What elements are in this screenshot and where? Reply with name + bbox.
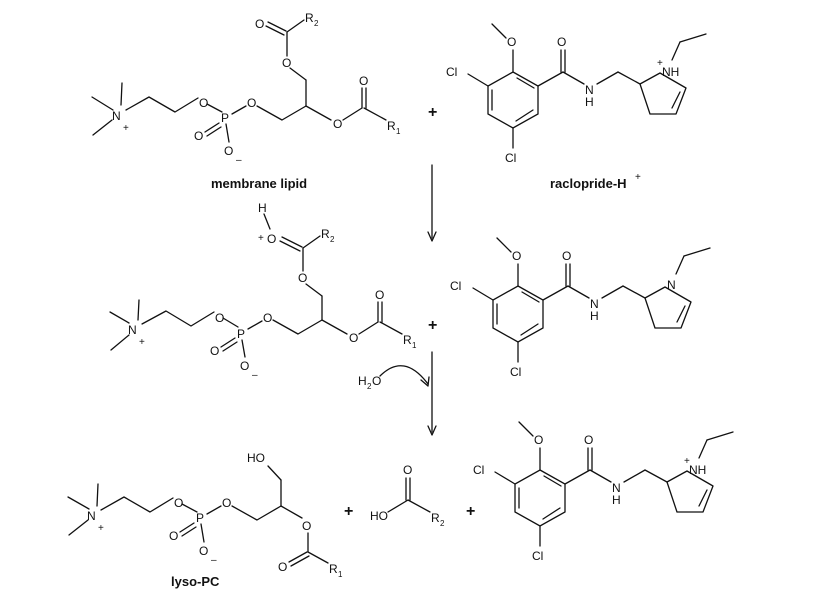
water-attack-arrow [379, 365, 429, 385]
nitrogen-atom: N [87, 509, 96, 523]
phosphorus-atom: P [237, 327, 245, 341]
oxygen-atom: O [199, 96, 208, 110]
plus-sign: + [344, 503, 353, 520]
r1-group: R [387, 119, 396, 133]
oxygen-atom: O [222, 496, 231, 510]
oxygen-atom: O [255, 17, 264, 31]
hydrogen-atom: H [585, 95, 594, 109]
plus-sign: + [428, 317, 437, 334]
phosphate-charge: – [236, 155, 242, 166]
hydrogen-atom: H [590, 309, 599, 323]
lyso-pc-label: lyso-PC [171, 574, 220, 589]
r2-group: R [321, 227, 330, 241]
oxygen-atom: O [333, 117, 342, 131]
raclopride-structure: O Cl Cl O N H N [450, 237, 711, 379]
oxygen-atom: O [375, 288, 384, 302]
raclopride-h-product-structure: O Cl Cl O N H NH + [473, 421, 734, 563]
nitrogen-atom: N [612, 481, 621, 495]
oxygen-atom: O [240, 359, 249, 373]
reaction-arrow [427, 164, 437, 242]
oxygen-atom: O [507, 35, 516, 49]
r2-group: R [305, 11, 314, 25]
oxygen-atom: O [224, 144, 233, 158]
phosphorus-atom: P [221, 111, 229, 125]
oxygen-atom: O [512, 249, 521, 263]
oxygen-atom: O [263, 311, 272, 325]
oxygen-atom: O [302, 519, 311, 533]
oxygen-atom: O [199, 544, 208, 558]
chlorine-atom: Cl [510, 365, 521, 379]
raclopride-h-structure: O Cl Cl O N H NH + [446, 23, 707, 165]
nitrogen-atom: N [585, 83, 594, 97]
oxygen-atom: O [282, 56, 291, 70]
ammonium-nh: NH [689, 463, 706, 477]
oxygen-atom: O [534, 433, 543, 447]
reaction-arrow [427, 351, 437, 436]
hydrogen-atom: H [612, 493, 621, 507]
phosphorus-atom: P [196, 511, 204, 525]
oxygen-atom: O [210, 344, 219, 358]
protonated-lipid-structure: N + O P O O – O O O + H R 2 O O R 1 [109, 201, 417, 381]
oxygen-atom: O [349, 331, 358, 345]
ammonium-charge: + [139, 337, 145, 348]
r2-subscript: 2 [314, 19, 319, 28]
oxygen-atom: O [247, 96, 256, 110]
phosphate-charge: – [252, 370, 258, 381]
ammonium-charge: + [98, 523, 104, 534]
water-h: H [358, 374, 367, 388]
oxygen-atom: O [194, 129, 203, 143]
hydroxyl-group: HO [370, 509, 388, 523]
oxygen-atom: O [584, 433, 593, 447]
r2-subscript: 2 [440, 519, 445, 528]
r2-subscript: 2 [330, 235, 335, 244]
oxygen-atom: O [215, 311, 224, 325]
fatty-acid-structure: HO O R 2 [370, 463, 445, 528]
oxygen-atom: O [169, 529, 178, 543]
hydrogen-atom: H [258, 201, 267, 215]
raclopride-label-charge: + [635, 172, 641, 183]
oxonium-charge: + [258, 233, 264, 244]
raclopride-label: raclopride-H [550, 176, 627, 191]
oxygen-atom: O [278, 560, 287, 574]
r1-group: R [329, 562, 338, 576]
nitrogen-atom: N [590, 297, 599, 311]
r1-group: R [403, 333, 412, 347]
r1-subscript: 1 [338, 570, 343, 579]
ammonium-charge: + [123, 123, 129, 134]
nitrogen-atom: N [667, 278, 676, 292]
oxygen-atom: O [174, 496, 183, 510]
plus-sign: + [428, 104, 437, 121]
chlorine-atom: Cl [446, 65, 457, 79]
membrane-lipid-structure: N + O P O O – O O O R 2 O O [91, 11, 401, 166]
nitrogen-atom: N [112, 109, 121, 123]
ring-charge: + [684, 456, 690, 467]
nitrogen-atom: N [128, 323, 137, 337]
oxygen-atom: O [298, 271, 307, 285]
water-subscript: 2 [367, 382, 372, 391]
r1-subscript: 1 [412, 341, 417, 350]
r2-group: R [431, 511, 440, 525]
plus-sign: + [466, 503, 475, 520]
lyso-pc-structure: N + O P O O – O HO O O R 1 [67, 451, 343, 579]
oxygen-atom: O [403, 463, 412, 477]
chlorine-atom: Cl [505, 151, 516, 165]
chlorine-atom: Cl [532, 549, 543, 563]
water-o: O [372, 374, 381, 388]
chlorine-atom: Cl [473, 463, 484, 477]
chlorine-atom: Cl [450, 279, 461, 293]
oxygen-atom: O [359, 74, 368, 88]
oxygen-atom: O [562, 249, 571, 263]
oxygen-atom: O [557, 35, 566, 49]
phosphate-charge: – [211, 555, 217, 566]
oxygen-atom: O [267, 232, 276, 246]
membrane-lipid-label: membrane lipid [211, 176, 307, 191]
hydroxyl-group: HO [247, 451, 265, 465]
r1-subscript: 1 [396, 127, 401, 136]
ammonium-nh: NH [662, 65, 679, 79]
ring-charge: + [657, 58, 663, 69]
